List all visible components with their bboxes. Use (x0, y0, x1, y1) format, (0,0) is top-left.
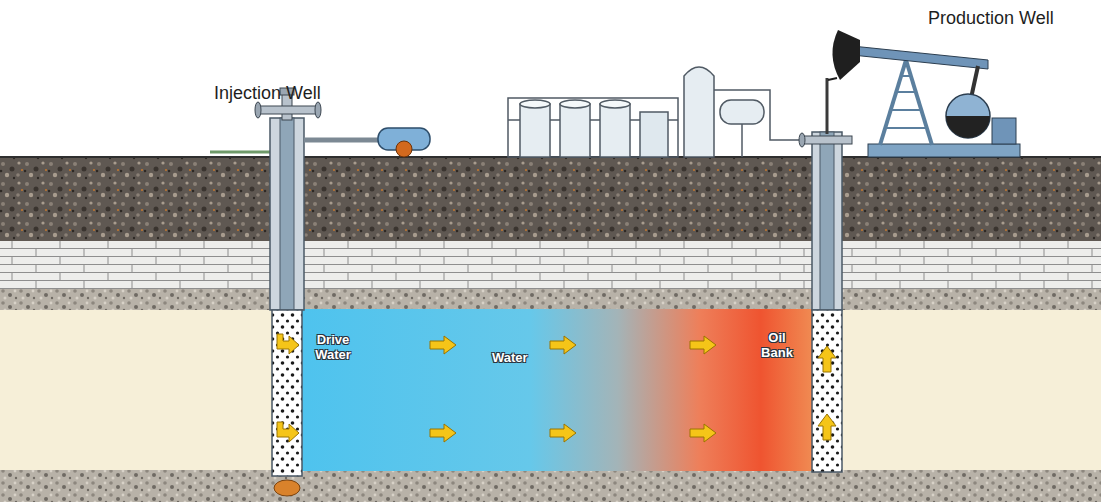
well-casing (812, 132, 842, 310)
pumpjack-base (868, 144, 1020, 157)
gearbox (946, 94, 990, 138)
wellhead-cross (802, 136, 852, 144)
walking-beam (852, 46, 988, 69)
well-tubing (280, 118, 294, 310)
storage-tank (640, 112, 668, 157)
pumpjack (828, 30, 1020, 157)
flood-zone (300, 309, 812, 471)
flow-arrow (690, 336, 716, 354)
supply-pipe (210, 151, 276, 154)
flow-arrow (430, 336, 456, 354)
counterweight (946, 116, 990, 138)
limestone-layer (0, 241, 1101, 289)
prime-mover (992, 118, 1016, 144)
polished-rod (826, 78, 829, 134)
well-tubing (820, 132, 834, 310)
flow-arrow (818, 414, 836, 440)
facility-frame (508, 98, 678, 157)
bridle (828, 78, 837, 80)
flow-arrow (550, 424, 576, 442)
flow-arrow (818, 346, 836, 372)
flow-arrow (430, 424, 456, 442)
tank-top (560, 100, 590, 108)
storage-tank (560, 104, 590, 157)
well-bottom (274, 480, 300, 496)
flow-arrow (550, 336, 576, 354)
well-label: Production Well (928, 8, 1054, 29)
injection-line (304, 138, 385, 143)
well-label: Injection Well (214, 83, 321, 104)
base-gravel-layer (0, 470, 1101, 502)
well-casing (270, 118, 304, 310)
flow-arrow (277, 422, 299, 442)
injection-well (210, 88, 430, 496)
drum-support (741, 124, 743, 157)
production-well (799, 78, 852, 472)
separator-tower (684, 67, 714, 157)
wellhead-cross (258, 106, 318, 114)
perforated-section (272, 310, 302, 476)
process-pipe (714, 90, 812, 140)
processing-facility (508, 67, 812, 157)
gravel-layer (0, 289, 1101, 310)
perforated-section (812, 310, 842, 472)
flow-arrow (277, 334, 299, 354)
horsehead (832, 30, 860, 80)
reservoir-sand (0, 310, 1101, 470)
zone-label: Oil Bank (752, 331, 802, 361)
storage-tank (520, 104, 550, 157)
samson-post (906, 60, 932, 145)
tank-top (600, 100, 630, 108)
valve-wheel (799, 133, 805, 147)
samson-post (880, 60, 906, 145)
valve-wheel (255, 102, 261, 118)
tank-top (520, 100, 550, 108)
topsoil-layer (0, 157, 1101, 241)
pump-motor (396, 141, 412, 157)
zone-label: Drive Water (306, 333, 360, 363)
zone-label: Water (492, 351, 528, 366)
separator-drum (720, 100, 764, 124)
flow-arrows (277, 334, 836, 442)
ladder-rungs (885, 76, 927, 128)
storage-tank (600, 104, 630, 157)
valve-wheel (315, 102, 321, 118)
flow-arrow (690, 424, 716, 442)
